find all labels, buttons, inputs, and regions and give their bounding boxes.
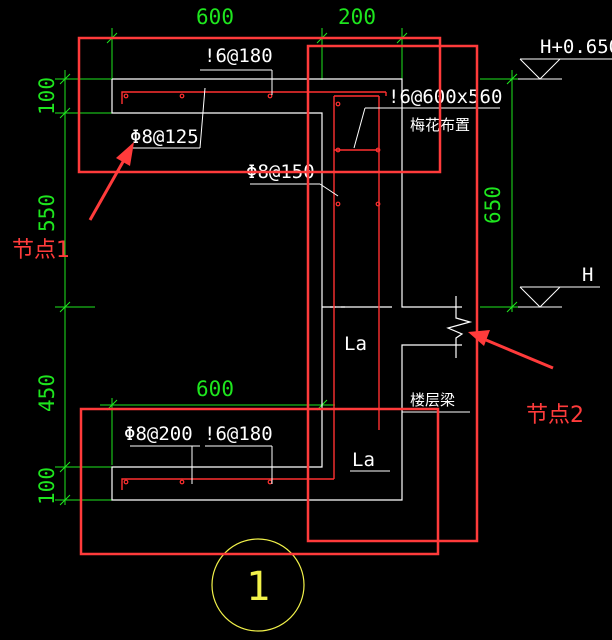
note-floor-beam: 楼层梁 — [410, 391, 455, 409]
dim-top-right: 200 — [338, 5, 376, 29]
stair-outline — [111, 78, 473, 501]
dim-left-low: 450 — [35, 374, 59, 412]
elevation-label-top: H+0.650 — [540, 36, 612, 58]
highlight-bottom-box — [79, 407, 440, 556]
section-number: 1 — [246, 564, 270, 610]
elevation-marker-bottom — [518, 286, 600, 308]
dim-right-mid: 650 — [481, 186, 505, 224]
elevation-marker-top — [518, 58, 612, 80]
dim-left-top: 100 — [35, 77, 59, 115]
highlight-boxes — [77, 36, 479, 556]
dim-top-left: 600 — [196, 5, 234, 29]
dim-left-mid: 550 — [35, 194, 59, 232]
highlight-node2-box — [306, 44, 479, 543]
elevation-label-bottom: H — [582, 264, 593, 286]
note-bottom-rebar: !6@180 — [204, 423, 273, 445]
note-top-rebar: !6@180 — [204, 45, 273, 67]
note-mesh: !6@600x560 — [388, 86, 502, 108]
dimension-lines — [55, 28, 522, 506]
highlight-node1-box — [77, 36, 442, 174]
arrow-node1 — [88, 142, 134, 221]
arrow-node2 — [468, 330, 554, 370]
callout-node1: 节点1 — [12, 238, 70, 263]
note-la-lower: La — [352, 449, 375, 471]
dim-bottom-width: 600 — [196, 377, 234, 401]
note-la-upper: La — [344, 333, 367, 355]
callout-node2: 节点2 — [526, 403, 584, 428]
note-bottom-stirrup: Φ8@200 — [124, 423, 193, 445]
note-top-stirrup: Φ8@125 — [130, 126, 199, 148]
section-circle — [211, 538, 305, 632]
leader-lines — [130, 69, 500, 484]
dim-left-bottom: 100 — [35, 467, 59, 505]
